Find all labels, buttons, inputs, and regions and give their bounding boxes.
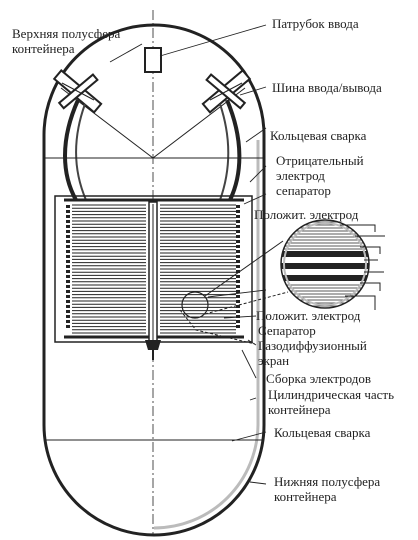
left-busbar: [52, 69, 103, 114]
label-ring-weld-bottom: Кольцевая сварка: [274, 425, 371, 440]
label-negative-electrode: Отрицательный электрод: [276, 153, 364, 183]
label-cylindrical-part: Цилиндрическая часть контейнера: [268, 387, 395, 417]
magnified-lens-shadow: [283, 222, 367, 306]
label-positive-electrode-bottom: Положит. электрод: [256, 308, 361, 323]
label-lower-hemisphere: Нижняя полусфера контейнера: [274, 474, 381, 504]
container-outline: [42, 23, 266, 537]
magnifier-line-bottom: [204, 291, 289, 315]
label-inlet-pipe: Патрубок ввода: [272, 16, 359, 31]
magnifier-source: [181, 291, 209, 319]
rod-nut: [145, 340, 161, 350]
label-io-busbar: Шина ввода/вывода: [272, 80, 382, 95]
label-electrode-assembly: Сборка электродов: [266, 371, 372, 386]
magnifier-line-top: [204, 240, 284, 297]
label-separator-top: сепаратор: [276, 183, 331, 198]
container-outline-shadow: [153, 140, 260, 530]
inlet-pipe: [144, 47, 162, 73]
left-cable: [63, 99, 80, 201]
label-gas-diffusion-screen: Газодиффузионный экран: [258, 338, 367, 368]
electrode-plates: [72, 204, 236, 334]
lens-brackets: [340, 224, 385, 310]
label-positive-electrode-top: Положит. электрод: [254, 207, 359, 222]
label-separator-bottom: Сепаратор: [258, 323, 316, 338]
right-cable-inner: [219, 103, 230, 201]
gas-diffusion-screen: [179, 309, 256, 345]
left-cable-inner: [75, 103, 87, 201]
label-ring-weld-top: Кольцевая сварка: [270, 128, 367, 143]
label-upper-hemisphere: Верхняя полусфера контейнера: [12, 26, 121, 56]
right-busbar: [201, 69, 252, 114]
magnified-lens: [280, 219, 370, 309]
leader-lines: [109, 24, 267, 485]
right-cable: [225, 99, 242, 201]
